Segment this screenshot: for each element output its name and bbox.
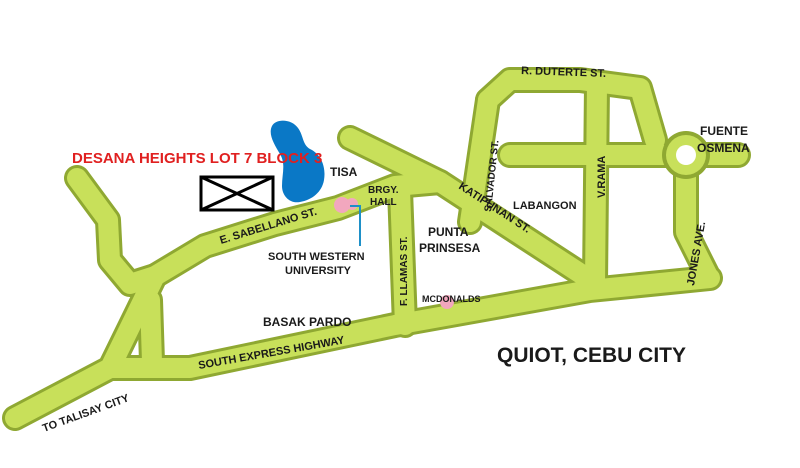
road-f-llamas [390, 180, 415, 335]
road-jones-ave [676, 162, 718, 286]
property-title: DESANA HEIGHTS LOT 7 BLOCK 3 [72, 150, 322, 167]
punta-label-line1: PUNTA [428, 225, 469, 239]
mcdonalds-label: MCDONALDS [422, 294, 481, 304]
fuente-label-line2: OSMENA [697, 141, 750, 155]
road-south-express-highway [5, 268, 720, 428]
road-west-spur [67, 168, 165, 294]
road-salvador [460, 90, 498, 232]
brgy-hall-label-line1: BRGY. [368, 185, 399, 196]
road-r-duterte [478, 70, 665, 150]
swu-leader-line [350, 205, 361, 246]
rotunda-center [676, 145, 696, 165]
swu-label-line1: SOUTH WESTERN [268, 251, 365, 263]
roads-fill [5, 70, 748, 428]
labangon-label: LABANGON [513, 200, 577, 212]
r-duterte-label: R. DUTERTE ST. [521, 65, 606, 80]
f-llamas-label: F. LLAMAS ST. [399, 236, 410, 306]
tisa-label: TISA [330, 165, 358, 179]
punta-label-line2: PRINSESA [419, 241, 481, 255]
brgy-hall-label-line2: HALL [370, 197, 397, 208]
lake [270, 120, 325, 203]
fuente-label-line1: FUENTE [700, 124, 748, 138]
road-katipunan-extension [340, 128, 450, 192]
mcdonalds-marker [440, 295, 454, 309]
v-rama-label: V.RAMA [596, 156, 608, 198]
road-side-road [140, 290, 162, 372]
basak-pardo-label: BASAK PARDO [263, 315, 351, 329]
brgy-hall-marker [334, 197, 350, 213]
swu-label-line2: UNIVERSITY [285, 265, 352, 277]
swu-marker [346, 198, 358, 210]
location-title: QUIOT, CEBU CITY [497, 344, 686, 367]
road-v-rama [585, 75, 607, 293]
boxed-x-icon [199, 175, 275, 212]
